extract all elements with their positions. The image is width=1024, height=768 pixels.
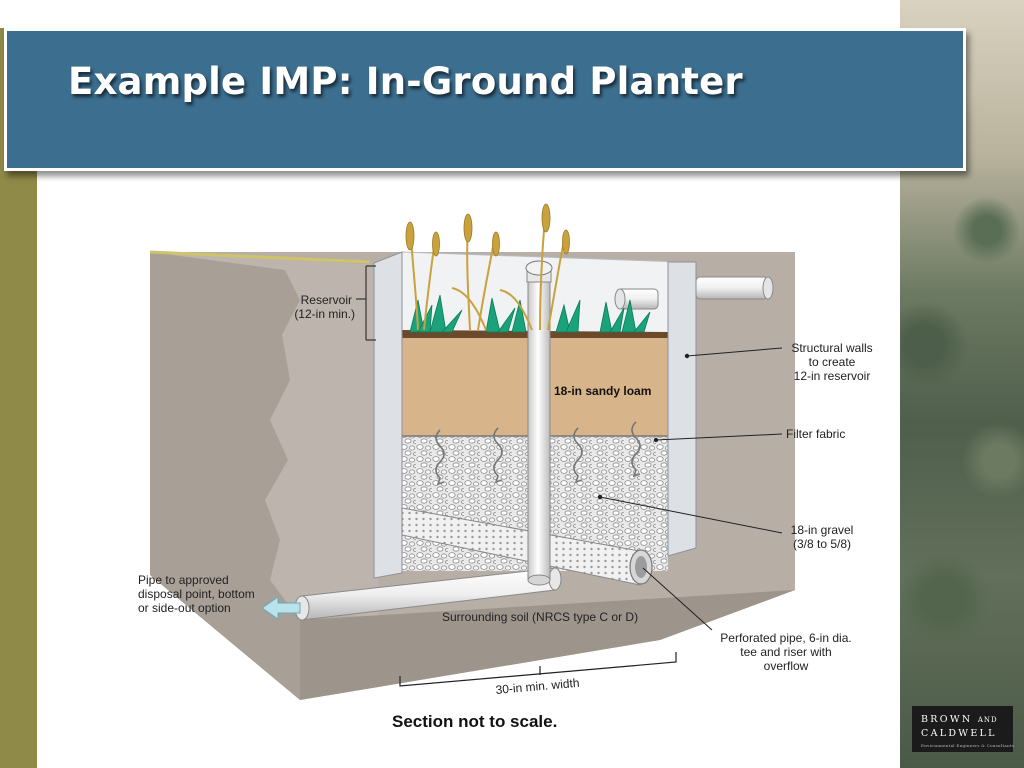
moisture-wicks [435, 421, 641, 486]
inlet-pipe-large [695, 276, 774, 300]
soil-front-face [300, 590, 795, 700]
leader-lines [599, 347, 783, 631]
label-min-width: 30-in min. width [495, 676, 580, 697]
label-perforated-1: Perforated pipe, 6-in dia. [720, 631, 851, 645]
right-structural-wall [667, 261, 697, 557]
diagram-caption: Section not to scale. [392, 712, 558, 731]
brown-caldwell-logo: BROWN AND CALDWELL Environmental Enginee… [912, 706, 1015, 752]
label-walls-2: to create [809, 355, 856, 369]
leader-dot-fabric [653, 437, 659, 443]
label-walls-1: Structural walls [791, 341, 872, 355]
label-perforated-2: tee and riser with [740, 645, 831, 659]
planter-vegetation [405, 203, 651, 333]
outlet-pipe [294, 567, 562, 621]
logo-tagline: Environmental Engineers & Consultants [921, 743, 1015, 748]
label-filter-fabric: Filter fabric [786, 427, 845, 441]
label-pipe-disposal-3: or side-out option [138, 601, 231, 615]
label-reservoir-1: Reservoir [301, 293, 352, 307]
left-structural-wall [373, 251, 403, 579]
left-bar-notch [0, 0, 37, 28]
logo-line-1: BROWN AND [921, 714, 998, 725]
label-walls-3: 12-in reservoir [794, 369, 871, 383]
label-gravel-1: 18-in gravel [791, 523, 854, 537]
overflow-riser [525, 260, 553, 586]
leader-dot-gravel [597, 494, 603, 500]
logo-and: AND [977, 716, 998, 724]
soil-cut-edge [150, 252, 300, 700]
width-dimension-bracket [399, 652, 677, 687]
leader-dot-walls [684, 353, 690, 359]
label-sandy-loam: 18-in sandy loam [554, 384, 651, 398]
label-reservoir-2: (12-in min.) [294, 307, 355, 321]
label-gravel-2: (3/8 to 5/8) [793, 537, 851, 551]
title-band [4, 28, 966, 171]
label-perforated-3: overflow [764, 659, 809, 673]
slide-title: Example IMP: In-Ground Planter [68, 60, 743, 103]
ground-surface-line [149, 250, 371, 264]
label-surrounding-soil: Surrounding soil (NRCS type C or D) [442, 610, 638, 624]
outflow-arrow [261, 596, 301, 620]
logo-brown: BROWN [921, 714, 973, 725]
label-pipe-disposal-2: disposal point, bottom [138, 587, 255, 601]
label-pipe-disposal-1: Pipe to approved [138, 573, 229, 587]
logo-line-2: CALDWELL [921, 728, 997, 739]
perforated-pipe [401, 507, 653, 586]
inlet-pipe-small [614, 288, 659, 310]
